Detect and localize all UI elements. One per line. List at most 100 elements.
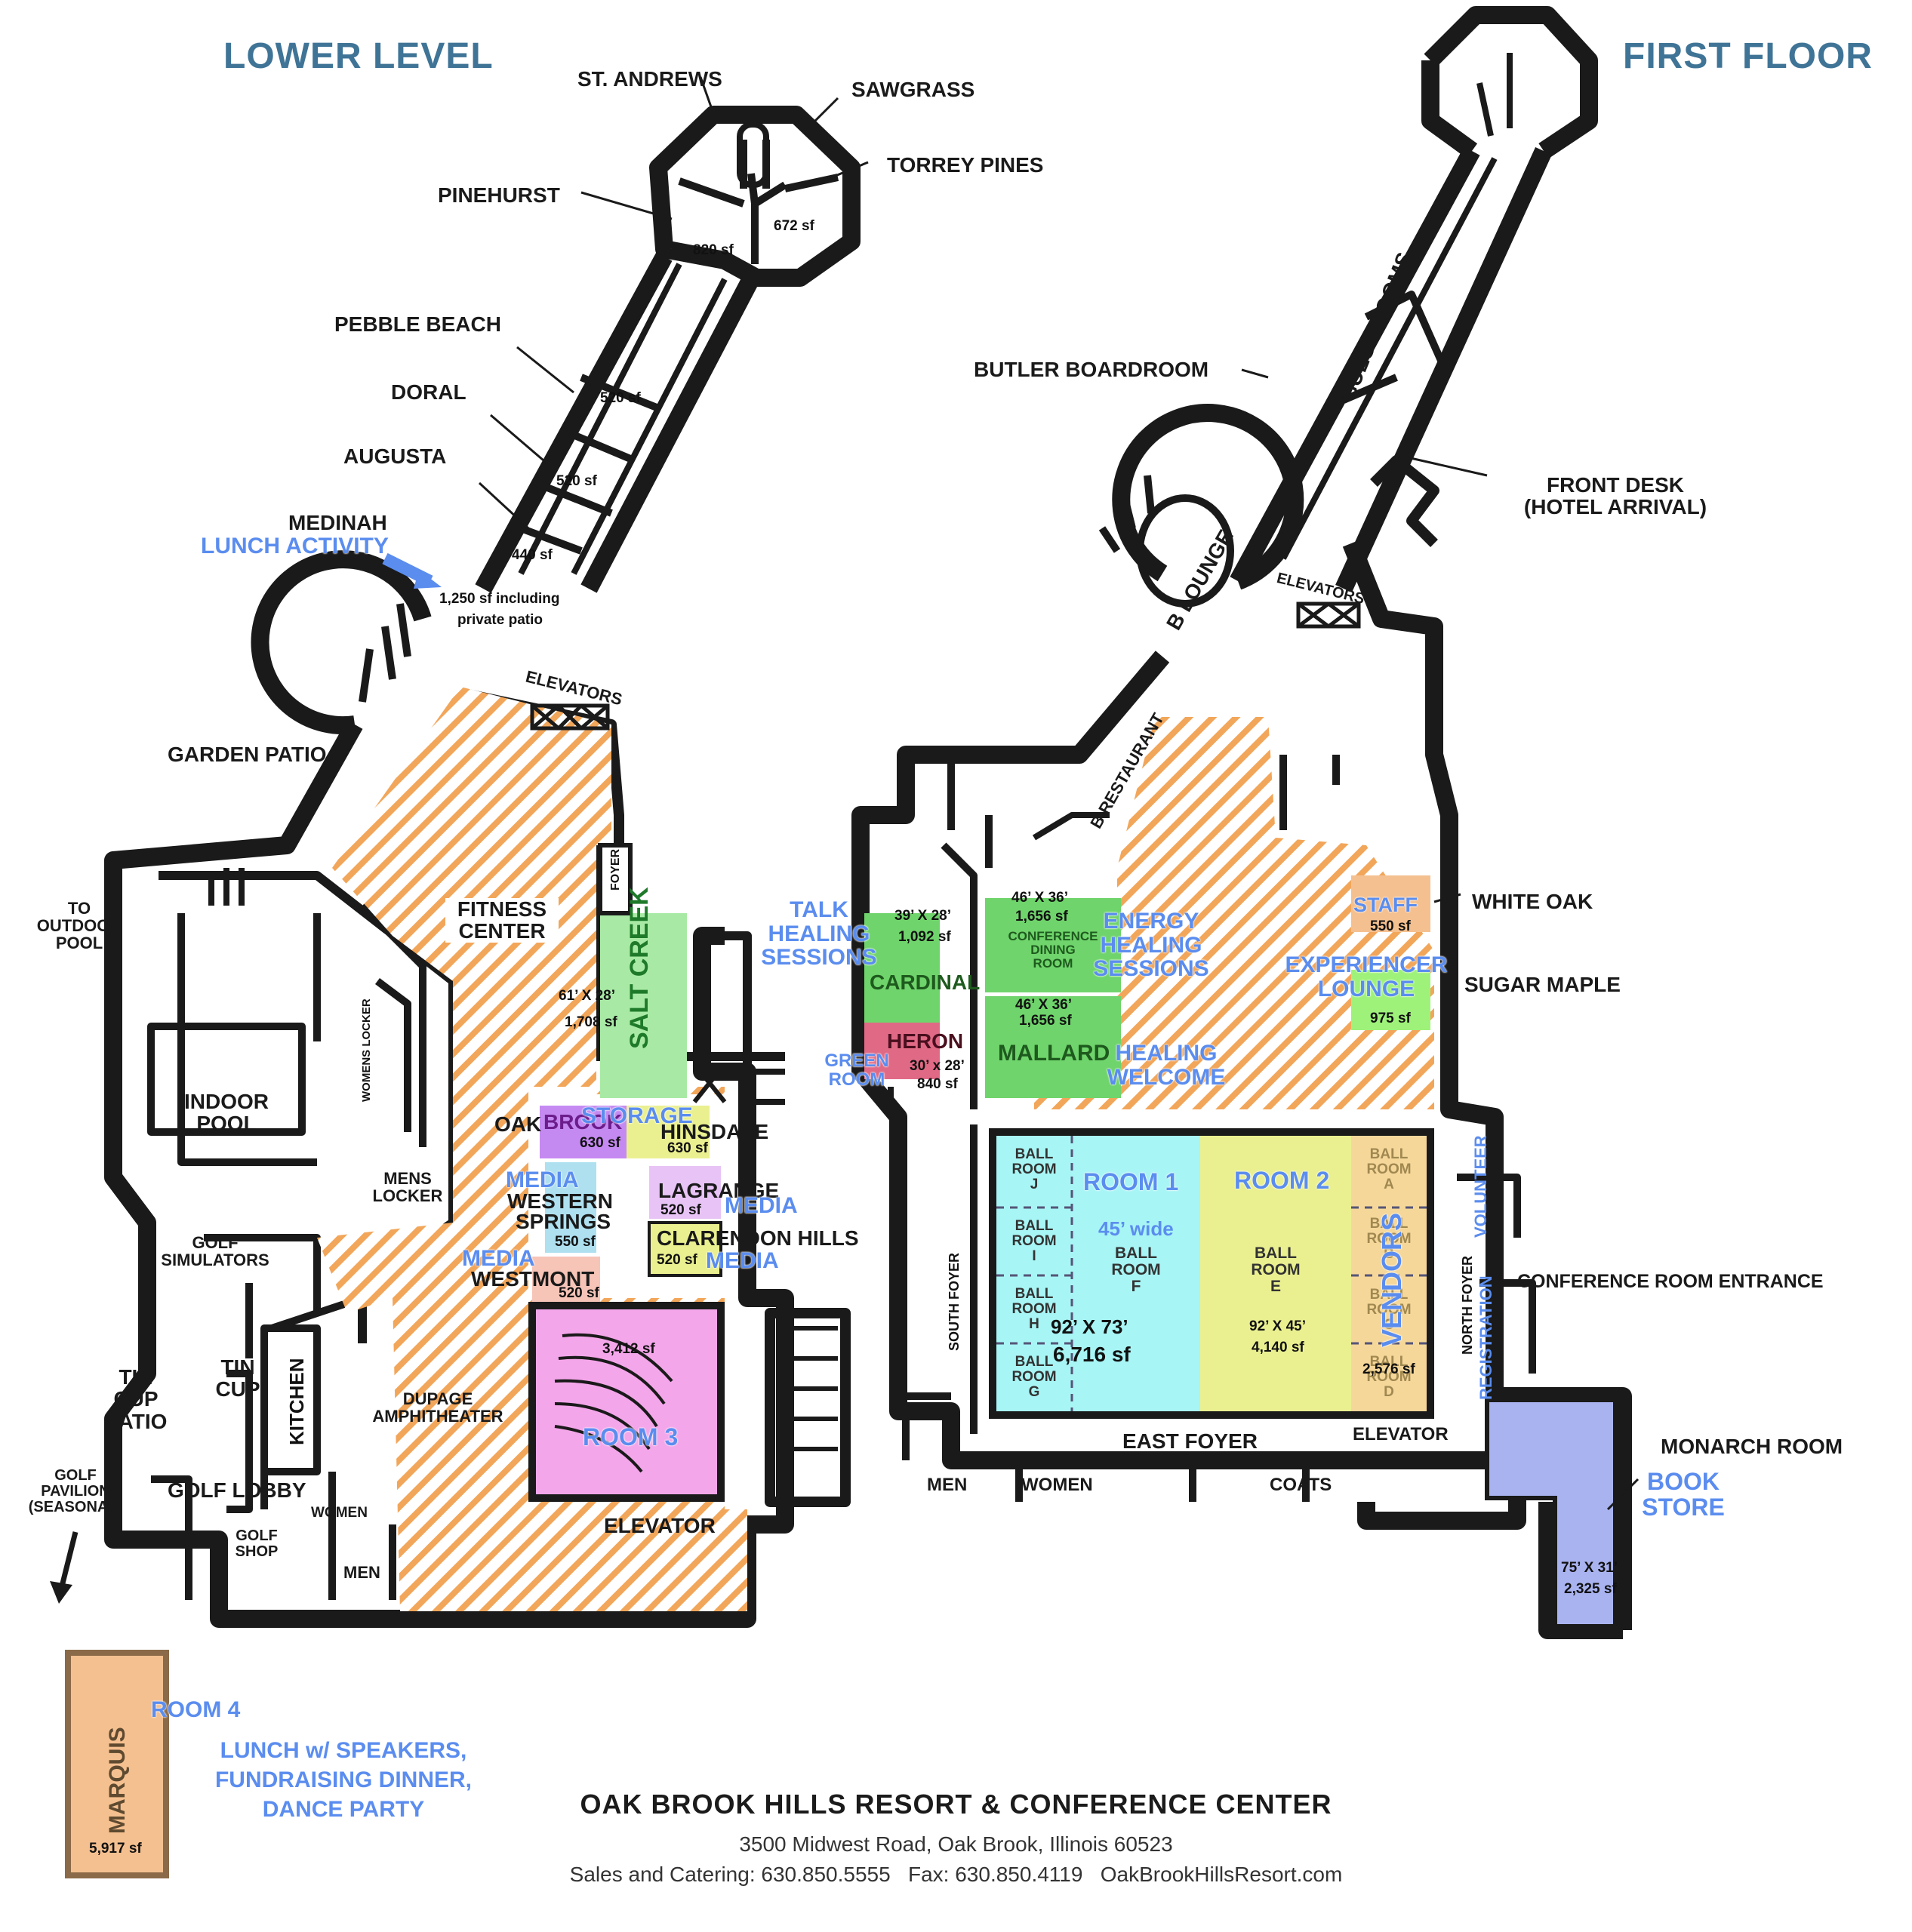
room-hinsdale: HINSDALE <box>660 1120 769 1143</box>
salt-creek-dim: 61’ X 28’ <box>559 988 616 1004</box>
kitchen: KITCHEN <box>285 1358 308 1445</box>
front-desk: FRONT DESK(HOTEL ARRIVAL) <box>1523 473 1707 519</box>
hinsdale-area: 630 sf <box>667 1140 708 1156</box>
ballroom-f-area: 6,716 sf <box>1053 1343 1131 1366</box>
room-springs: SPRINGS <box>516 1210 611 1233</box>
heron-room <box>864 1023 940 1079</box>
room-cardinal: CARDINAL <box>870 971 981 994</box>
room-brook: BROOK <box>543 1110 623 1134</box>
room-pebble-beach: PEBBLE BEACH <box>334 312 501 336</box>
lower-rotunda <box>251 550 432 735</box>
first-tower <box>1424 6 1598 158</box>
first-women: WOMEN <box>1021 1475 1093 1495</box>
staff-room <box>1351 875 1430 932</box>
garden-patio: GARDEN PATIO <box>168 743 327 766</box>
lower-level-heading: LOWER LEVEL <box>223 36 494 76</box>
clarendon-room <box>648 1221 722 1277</box>
room-torrey-pines: TORREY PINES <box>887 153 1044 177</box>
resort-contact: Sales and Catering: 630.850.5555 Fax: 63… <box>569 1863 1343 1886</box>
room-westmont: WESTMONT <box>471 1267 595 1291</box>
b-restaurant-hatch <box>1034 717 1434 1109</box>
amphitheater-room <box>528 1302 725 1502</box>
vendors-note: VENDORS <box>1376 1212 1407 1347</box>
media-note-clarendon: MEDIA <box>706 1248 779 1273</box>
lower-foyer: FOYER <box>609 848 622 891</box>
salt-creek-label: SALT CREEK <box>625 887 654 1049</box>
monarch-area: 2,325 sf <box>1564 1581 1617 1597</box>
storage-note: STORAGE <box>581 1103 693 1128</box>
cardinal-area: 1,092 sf <box>898 929 951 945</box>
heron-area: 840 sf <box>917 1076 958 1092</box>
monarch-room <box>1485 1398 1618 1629</box>
marquis-room <box>65 1650 169 1878</box>
conf-dining-dim: 46’ X 36’ <box>1011 890 1069 906</box>
heron-dim: 30’ x 28’ <box>910 1058 965 1074</box>
room-oak: OAK <box>494 1112 542 1136</box>
lower-women: WOMEN <box>311 1505 368 1521</box>
sugar-maple-room <box>1351 970 1430 1030</box>
monarch-room-label: MONARCH ROOM <box>1661 1435 1843 1458</box>
first-coats: COATS <box>1270 1475 1332 1495</box>
room1-width: 45’ wide <box>1098 1217 1174 1240</box>
mallard-dim: 46’ X 36’ <box>1015 997 1073 1013</box>
room2-note: ROOM 2 <box>1234 1167 1330 1194</box>
room-st-andrews: ST. ANDREWS <box>577 67 722 91</box>
east-foyer: EAST FOYER <box>1122 1429 1258 1453</box>
golf-lobby: GOLF LOBBY <box>168 1478 306 1502</box>
medinah-area: 1,250 sf including <box>439 591 560 607</box>
womens-locker: WOMENS LOCKER <box>360 998 373 1102</box>
amphitheater-area: 3,412 sf <box>602 1341 655 1357</box>
sugar-maple-area: 975 sf <box>1370 1011 1411 1026</box>
mallard-room <box>985 996 1121 1098</box>
lower-tower-octagon <box>649 106 861 287</box>
staff-note: STAFF <box>1353 894 1418 916</box>
marquis-events-note: LUNCH w/ SPEAKERS,FUNDRAISING DINNER,DAN… <box>214 1738 472 1822</box>
western-area: 550 sf <box>555 1234 596 1250</box>
north-foyer: NORTH FOYER <box>1460 1255 1475 1355</box>
media-note-western: MEDIA <box>506 1168 579 1192</box>
westmont-area: 520 sf <box>559 1285 599 1301</box>
room-lagrange: LAGRANGE <box>658 1179 780 1202</box>
first-outer-wall <box>851 651 1526 1530</box>
torrey-area: 672 sf <box>774 218 814 234</box>
room-white-oak: WHITE OAK <box>1472 890 1593 913</box>
room-pinehurst: PINEHURST <box>438 183 560 207</box>
room3-note: ROOM 3 <box>583 1423 679 1451</box>
room-doral: DORAL <box>391 380 466 404</box>
room4-note: ROOM 4 <box>151 1697 241 1722</box>
salt-creek-room <box>600 913 687 1098</box>
volunteer-note: VOLUNTEER <box>1471 1135 1490 1238</box>
cardinal-room <box>864 913 940 1023</box>
lagrange-room <box>649 1166 721 1219</box>
lower-men: MEN <box>343 1563 380 1582</box>
media-note-lagrange: MEDIA <box>725 1193 798 1218</box>
ballroom-f-room1 <box>1072 1136 1200 1411</box>
westmont-room <box>532 1257 600 1302</box>
ballroom-jghi <box>996 1136 1072 1411</box>
salt-creek-area: 1,708 sf <box>565 1014 617 1030</box>
resort-name: OAK BROOK HILLS RESORT & CONFERENCE CENT… <box>580 1789 1332 1820</box>
media-note-westmont: MEDIA <box>462 1246 535 1271</box>
augusta-area: 440 sf <box>512 547 553 563</box>
